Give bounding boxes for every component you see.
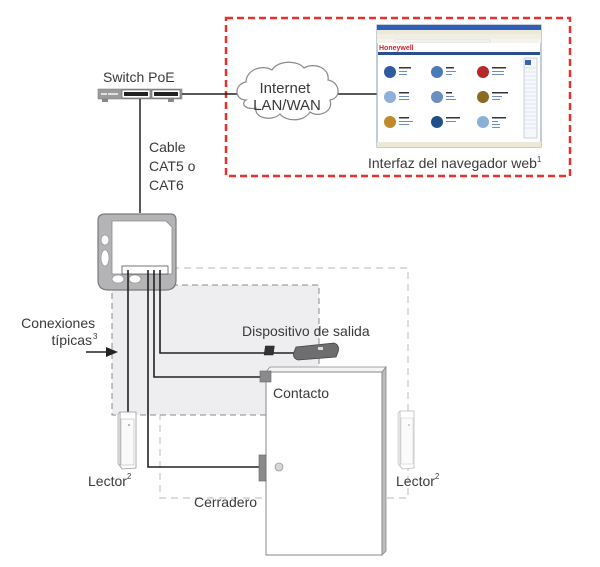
reader-right-footnote: 2: [435, 472, 440, 481]
contact-wire: [153, 270, 260, 378]
exit-device-label: Dispositivo de salida: [242, 323, 370, 339]
browser-brand-logo: Honeywell: [379, 45, 414, 52]
poe-switch: [97, 88, 183, 102]
door-controller: [97, 213, 177, 291]
connections-label: Conexiones típicas: [21, 315, 99, 348]
cable-label-line-2: CAT5 o: [149, 158, 196, 174]
reader-left-label-text: Lector: [88, 473, 127, 489]
browser-label-footnote: 1: [537, 155, 542, 164]
browser-label: Interfaz del navegador web1: [368, 155, 542, 171]
exit-device-icon: [263, 342, 339, 361]
reader-left-label: Lector2: [88, 472, 132, 489]
strike-label: Cerradero: [194, 494, 257, 510]
strike-wire: [147, 270, 260, 468]
door: [265, 365, 387, 556]
contact-sensor-icon: [259, 370, 272, 383]
browser-window-thumbnail: Honeywell: [376, 24, 542, 148]
reader-right-label-text: Lector: [396, 473, 435, 489]
connections-label-line-1: Conexiones: [21, 315, 95, 331]
contact-label: Contacto: [273, 385, 329, 401]
connections-arrow-icon: [106, 347, 118, 357]
switch-label: Switch PoE: [103, 69, 175, 85]
door-knob-icon: [274, 462, 284, 472]
connections-footnote: 3: [93, 332, 98, 341]
browser-label-text: Interfaz del navegador web: [368, 155, 537, 171]
exit-device-wire: [159, 270, 294, 354]
reader-left-icon: [117, 411, 137, 470]
cable-label: Cable CAT5 o CAT6: [149, 139, 199, 193]
cloud-label-line-1: Internet: [259, 80, 311, 97]
reader-right-label: Lector2: [396, 472, 440, 489]
internet-cloud-icon: [236, 61, 339, 121]
cloud-label: Internet LAN/WAN: [253, 80, 321, 114]
web-interface-highlight: [224, 16, 572, 178]
cloud-label-line-2: LAN/WAN: [253, 97, 321, 114]
cable-label-line-1: Cable: [149, 139, 186, 155]
reader-left-footnote: 2: [127, 472, 132, 481]
cable-label-line-3: CAT6: [149, 177, 184, 193]
connections-label-line-2: típicas: [52, 332, 92, 348]
door-strike-icon: [258, 454, 267, 482]
reader-right-icon: [397, 410, 415, 470]
